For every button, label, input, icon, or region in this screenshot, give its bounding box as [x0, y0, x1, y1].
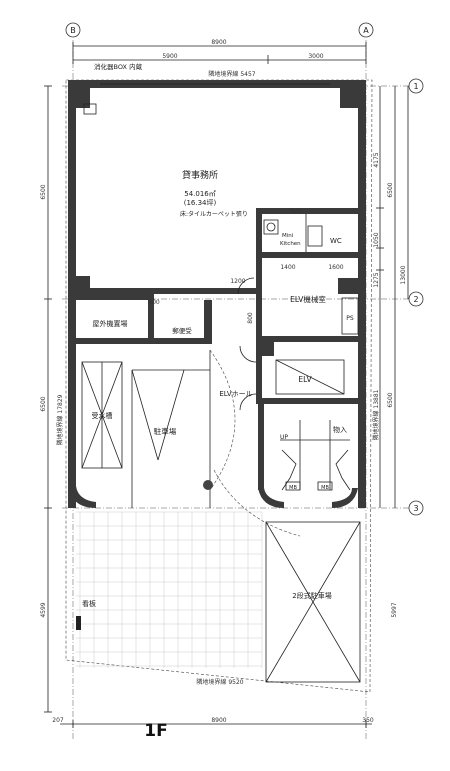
elv-machine-room-label: ELV機械室: [290, 294, 326, 304]
dim-bottom-total: 8900: [211, 717, 226, 724]
extinguisher-label: 消化器BOX 内蔵: [94, 62, 143, 71]
svg-text:2: 2: [413, 295, 418, 304]
storage-label: 物入: [333, 425, 347, 434]
right-dimensions: 4175 6500 1050 1275 13000 6500 隣地境界線 138…: [372, 86, 409, 618]
boundary-left-label: 隣地境界線 17829: [56, 394, 64, 445]
svg-text:A: A: [363, 26, 369, 35]
svg-text:800: 800: [148, 299, 160, 306]
wc-label: WC: [330, 237, 342, 245]
stair-up-label: UP: [280, 434, 288, 441]
outdoor-unit-label: 屋外機置場: [93, 319, 128, 328]
dim-left-lower: 4599: [40, 602, 47, 617]
grid-bubble-b: B: [65, 22, 81, 38]
site-boundary: [65, 79, 373, 693]
mailbox-label: 郵便受: [172, 326, 192, 335]
svg-text:1600: 1600: [328, 264, 343, 271]
left-dimensions: 6500 6500 4599 隣地境界線 17829: [40, 85, 64, 713]
boundary-right-label: 隣地境界線 13881: [372, 389, 380, 440]
dim-top-right: 3000: [308, 53, 323, 60]
kitchen-label-2: Kitchen: [280, 241, 301, 247]
svg-text:1400: 1400: [280, 264, 295, 271]
grid-bubble-2: 2: [408, 291, 424, 307]
grid-bubble-1: 1: [408, 78, 424, 94]
grid-bubble-a: A: [358, 22, 374, 38]
dim-right-c: 1050: [373, 232, 380, 247]
dim-bottom-right: 350: [362, 717, 374, 724]
top-dimensions: 8900 5900 3000 隣地境界線 5457: [72, 39, 367, 78]
sign-label: 看板: [82, 599, 96, 608]
svg-text:1200: 1200: [230, 278, 245, 285]
dim-left-upper: 6500: [40, 184, 47, 199]
dim-right-g: 5997: [391, 602, 398, 617]
boundary-top-label: 隣地境界線 5457: [208, 70, 255, 78]
two-tier-parking-label: 2段式駐車場: [292, 591, 331, 600]
dim-top-total: 8900: [211, 39, 226, 46]
office-floor-finish: 床:タイルカーペット張り: [180, 210, 248, 218]
kitchen-label-1: Mini: [282, 233, 294, 239]
office-area: 54.016㎡: [184, 190, 216, 198]
parking-apron-tiles: [76, 511, 263, 668]
mb-label-1: MB: [289, 485, 297, 491]
grid-bubble-3: 3: [408, 500, 424, 516]
elv-label: ELV: [298, 375, 312, 384]
dim-right-e: 13000: [400, 265, 407, 284]
dim-right-f: 6500: [387, 392, 394, 407]
floor-label: 1F: [144, 721, 167, 741]
mb-label-2: MB: [321, 485, 329, 491]
office-tsubo: (16.34坪): [184, 199, 217, 207]
room-labels: 貸事務所 54.016㎡ (16.34坪) 床:タイルカーペット張り 消化器BO…: [82, 62, 354, 608]
parking-label: 駐車場: [154, 426, 177, 436]
ps-label: PS: [346, 315, 354, 322]
small-dimensions: 600 1400 1600 1200 800 800: [148, 208, 344, 324]
svg-text:1: 1: [413, 82, 418, 91]
dim-right-a: 4175: [373, 152, 380, 167]
dim-right-b: 6500: [387, 182, 394, 197]
water-tank-label: 受水槽: [92, 411, 113, 420]
dim-top-left: 5900: [162, 53, 177, 60]
boundary-bottom-label: 隣地境界線 9520: [196, 678, 243, 686]
office-label: 貸事務所: [182, 169, 218, 181]
svg-text:3: 3: [413, 504, 418, 513]
dim-bottom-left: 207: [52, 717, 64, 724]
interior-lines: [76, 83, 361, 683]
svg-text:800: 800: [247, 312, 254, 324]
bottom-dimensions: 207 8900 350 隣地境界線 9520: [52, 678, 374, 728]
dim-right-d: 1275: [373, 272, 380, 287]
svg-text:B: B: [70, 26, 76, 35]
elv-hall-label: ELVホール: [219, 390, 252, 398]
svg-text:600: 600: [290, 208, 302, 215]
dim-left-middle: 6500: [40, 396, 47, 411]
